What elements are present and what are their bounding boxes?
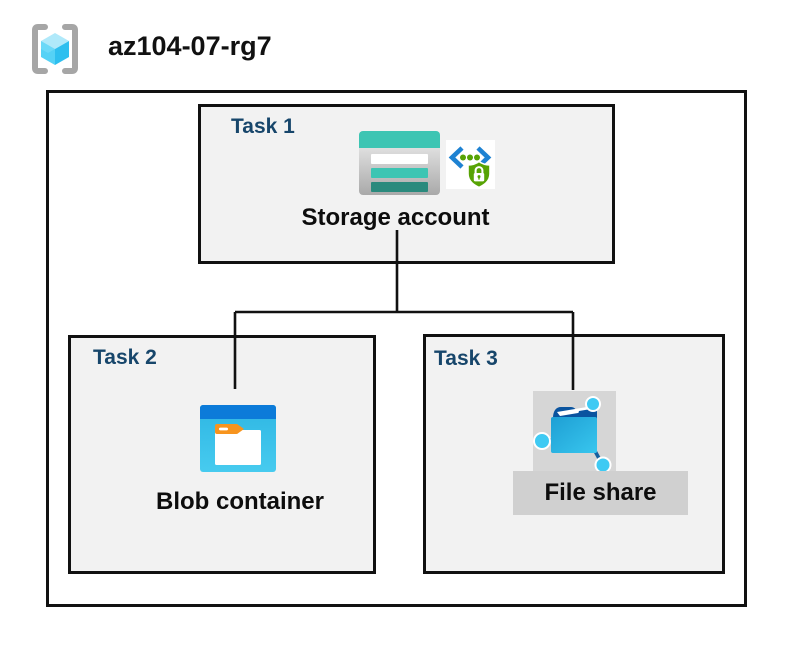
- storage-account-label: Storage account: [301, 204, 490, 231]
- azure-resource-group-icon: [32, 24, 78, 74]
- task2-label: Task 2: [93, 346, 157, 369]
- task3-box: Task 3: [423, 334, 725, 574]
- resource-group-name: az104-07-rg7: [108, 31, 272, 61]
- file-share-label: File share: [544, 479, 657, 506]
- blob-container-icon: [200, 405, 276, 472]
- task3-label: Task 3: [434, 347, 498, 370]
- storage-account-icon: [359, 131, 440, 195]
- file-share-icon-highlight: [533, 391, 616, 474]
- blob-container-label: Blob container: [155, 488, 324, 515]
- task1-label: Task 1: [231, 115, 295, 138]
- secure-endpoint-icon: [446, 140, 495, 189]
- task2-box: Task 2 Blob container: [68, 335, 376, 574]
- file-share-icon: [533, 396, 612, 474]
- task1-box: Task 1 Storage acc: [198, 104, 615, 264]
- file-share-label-highlight: File share: [513, 471, 688, 515]
